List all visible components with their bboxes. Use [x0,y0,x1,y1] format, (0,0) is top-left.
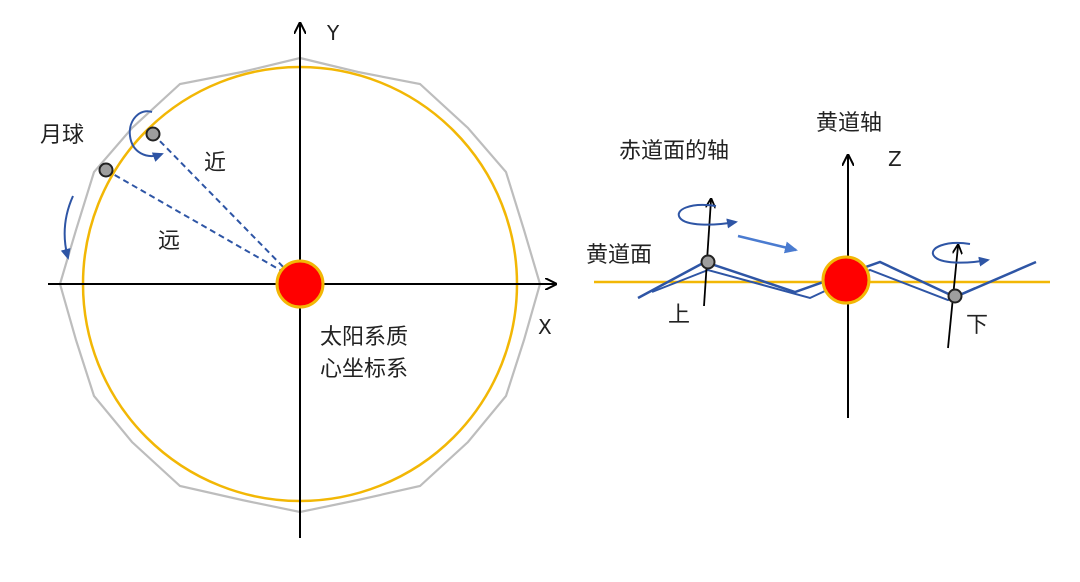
ecliptic-axis-label: 黄道轴 [816,111,882,136]
left-diagram: Y X 月球 近 远 太阳系质 心坐标系 [40,21,555,538]
moon-up [700,254,716,270]
moon-label: 月球 [40,123,84,148]
motion-arrow [737,234,798,254]
y-axis-label: Y [326,21,340,45]
sun [275,259,325,309]
near-label: 近 [204,151,226,176]
sun-right [821,255,871,305]
moon-loop-arrow [128,110,164,162]
right-diagram: 黄道轴 赤道面的轴 Z 黄道面 上 下 [586,111,1050,418]
up-label: 上 [668,303,690,328]
tilted-axis-up [703,200,711,307]
orbit-direction-arrow [60,195,74,260]
near-dashed-line [152,133,295,279]
frame-label-line2: 心坐标系 [320,357,408,382]
moon-down [947,288,963,304]
ecliptic-plane-label: 黄道面 [586,243,652,268]
spin-arrow-right [931,242,990,267]
far-dashed-line [105,169,295,279]
moon-far [98,162,114,178]
spin-arrow-left [677,204,738,229]
x-axis-label: X [538,315,552,339]
frame-label-line1: 太阳系质 [320,325,408,350]
z-axis-label: Z [888,147,902,171]
moon-near [145,126,161,142]
far-label: 远 [158,229,180,254]
equator-axis-label: 赤道面的轴 [619,139,729,164]
down-label: 下 [966,313,988,338]
